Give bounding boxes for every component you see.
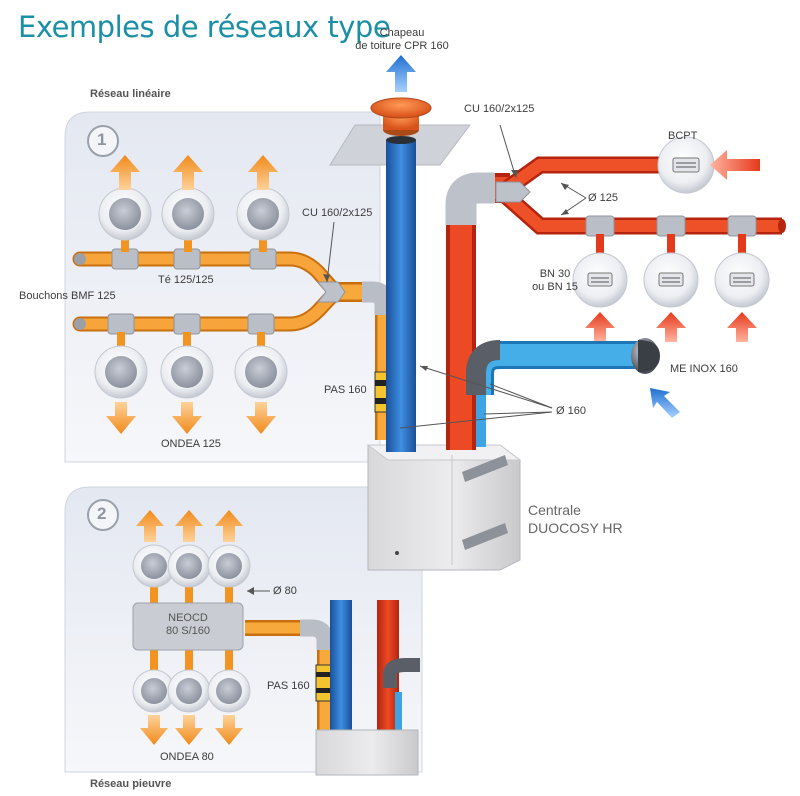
label-bouchons: Bouchons BMF 125 [19,290,116,302]
supply-arrows [585,150,760,342]
label-me-inox: ME INOX 160 [670,363,738,375]
centrale-unit [366,444,522,571]
extract-arrows-down [106,402,276,434]
bn-outlets [572,252,770,308]
section-caption-linear: Réseau linéaire [90,88,171,100]
linear-pipes [72,230,396,440]
label-d160: Ø 160 [556,405,586,417]
label-centrale: Centrale DUOCOSY HR [528,502,623,536]
main-ducts [370,97,510,452]
label-neocd: NEOCD 80 S/160 [165,612,211,637]
octopus-arrows [136,510,243,745]
bcpt-outlet [657,136,715,194]
exhaust-arrow [386,55,416,92]
extract-arrows-up [110,155,278,190]
ondea-valves-lower [94,345,288,399]
label-ondea80: ONDEA 80 [160,751,214,763]
section-caption-octopus: Réseau pieuvre [90,778,172,790]
ondea80-valves-upper [132,544,251,588]
label-cu-left: CU 160/2x125 [302,207,373,219]
label-bcpt: BCPT [668,130,698,142]
label-te: Té 125/125 [158,274,214,286]
label-d80: Ø 80 [273,585,297,597]
leader-arrowheads [247,170,569,595]
label-d125: Ø 125 [588,192,618,204]
label-chapeau: Chapeau de toiture CPR 160 [355,27,449,52]
octopus-pipes [132,575,420,776]
page-title: Exemples de réseaux type [18,10,391,44]
label-ondea125: ONDEA 125 [161,438,221,450]
fresh-air-intake [466,338,660,395]
intake-arrow [650,388,680,418]
label-pas160-top: PAS 160 [324,384,367,396]
supply-pipes [495,156,786,256]
ondea80-valves-lower [132,669,251,713]
label-bn: BN 30 ou BN 15 [532,268,578,293]
section-number-octopus: 2 [97,504,107,523]
label-cu-top: CU 160/2x125 [464,103,535,115]
label-pas160-bottom: PAS 160 [267,680,310,692]
ondea-valves-upper [98,187,290,241]
section-number-linear: 1 [97,130,107,149]
